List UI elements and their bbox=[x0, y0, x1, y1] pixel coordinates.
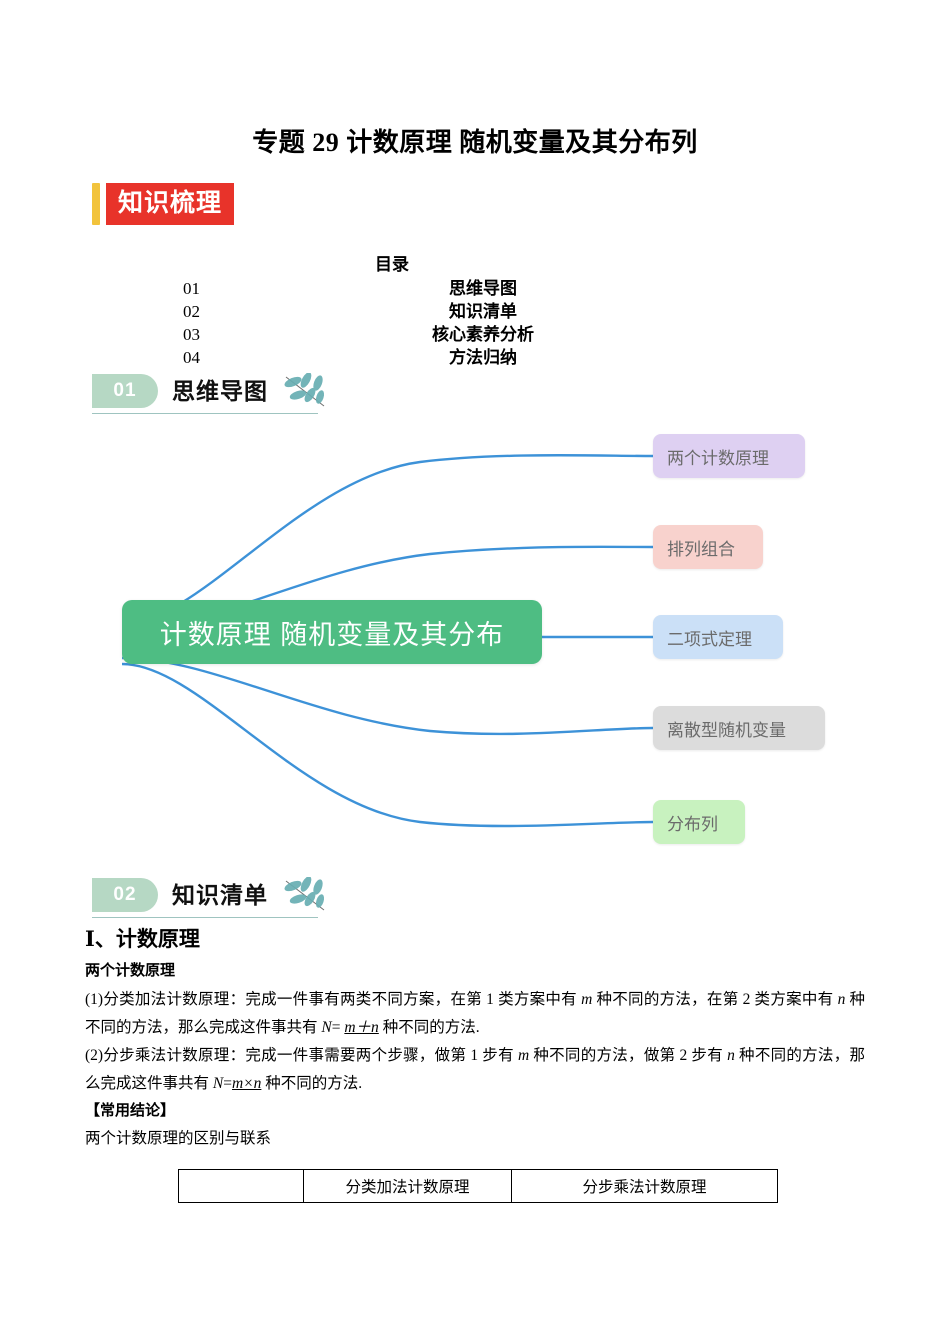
section-number-badge: 02 bbox=[92, 878, 158, 912]
leaf-icon bbox=[280, 876, 336, 922]
p1-var-N: N bbox=[321, 1019, 332, 1036]
p2-text-d: 种不同的方法. bbox=[261, 1075, 363, 1092]
p1-answer-blank: m＋n bbox=[344, 1019, 379, 1036]
p2-text-a: (2)分步乘法计数原理：完成一件事需要两个步骤，做第 1 步有 bbox=[85, 1047, 519, 1064]
mindmap-center-node[interactable]: 计数原理 随机变量及其分布 bbox=[122, 600, 542, 664]
badge-accent-bar bbox=[92, 183, 100, 225]
paragraph-multiplication-principle: (2)分步乘法计数原理：完成一件事需要两个步骤，做第 1 步有 m 种不同的方法… bbox=[85, 1042, 865, 1098]
p2-var-m: m bbox=[518, 1047, 530, 1064]
toc-label: 方法归纳 bbox=[449, 348, 517, 367]
p1-var-n: n bbox=[837, 991, 846, 1008]
p2-var-n: n bbox=[727, 1047, 735, 1064]
comparison-table: 分类加法计数原理 分步乘法计数原理 bbox=[178, 1169, 778, 1203]
section-header-02: 02 知识清单 bbox=[92, 876, 325, 920]
toc-label: 核心素养分析 bbox=[432, 325, 534, 344]
toc-item-02[interactable]: 02 知识清单 bbox=[183, 300, 643, 323]
p1-var-m: m bbox=[581, 991, 593, 1008]
toc-label: 思维导图 bbox=[449, 279, 517, 298]
p1-text-c: 种不同的方法，那么完成这件事共有 bbox=[85, 991, 865, 1036]
p1-equals: = bbox=[331, 1019, 345, 1036]
mindmap-node-binomial-theorem[interactable]: 二项式定理 bbox=[653, 615, 783, 659]
toc-label: 知识清单 bbox=[449, 302, 517, 321]
p2-answer-blank: m×n bbox=[231, 1075, 262, 1092]
section-header-01: 01 思维导图 bbox=[92, 372, 325, 416]
paragraph-addition-principle: (1)分类加法计数原理：完成一件事有两类不同方案，在第 1 类方案中有 m 种不… bbox=[85, 986, 865, 1042]
badge-label: 知识梳理 bbox=[106, 183, 235, 225]
p1-text-d: 种不同的方法. bbox=[378, 1019, 480, 1036]
section-divider bbox=[92, 917, 318, 918]
table-header-addition: 分类加法计数原理 bbox=[303, 1169, 512, 1203]
table-of-contents: 目录 01 思维导图 02 知识清单 03 核心素养分析 04 方法归纳 bbox=[183, 250, 643, 369]
page-title: 专题 29 计数原理 随机变量及其分布列 bbox=[252, 128, 698, 157]
knowledge-review-badge: 知识梳理 bbox=[92, 183, 235, 225]
p2-var-N: N bbox=[212, 1075, 224, 1092]
section-title: 思维导图 bbox=[172, 378, 268, 404]
subheading-two-counting-principles: 两个计数原理 bbox=[85, 963, 176, 979]
p2-text-c: 种不同的方法，那么完成这件事共有 bbox=[85, 1047, 865, 1092]
heading-counting-principle: Ⅰ、计数原理 bbox=[85, 927, 200, 951]
p1-text-b: 种不同的方法，在第 2 类方案中有 bbox=[592, 991, 838, 1008]
section-divider bbox=[92, 413, 318, 414]
leaf-icon bbox=[280, 372, 336, 418]
p2-equals: = bbox=[223, 1075, 232, 1092]
mindmap-node-discrete-random-variable[interactable]: 离散型随机变量 bbox=[653, 706, 825, 750]
toc-number: 02 bbox=[183, 302, 200, 321]
p2-text-b: 种不同的方法，做第 2 步有 bbox=[529, 1047, 728, 1064]
toc-number: 04 bbox=[183, 348, 200, 367]
toc-number: 01 bbox=[183, 279, 200, 298]
p1-text-a: (1)分类加法计数原理：完成一件事有两类不同方案，在第 1 类方案中有 bbox=[85, 991, 582, 1008]
toc-heading: 目录 bbox=[375, 255, 409, 274]
toc-number: 03 bbox=[183, 325, 200, 344]
common-conclusion-tag: 【常用结论】 bbox=[85, 1103, 176, 1119]
content-body: Ⅰ、计数原理 两个计数原理 (1)分类加法计数原理：完成一件事有两类不同方案，在… bbox=[85, 925, 865, 1153]
table-header-multiplication: 分步乘法计数原理 bbox=[511, 1169, 778, 1203]
section-title: 知识清单 bbox=[172, 882, 268, 908]
mindmap-node-distribution-list[interactable]: 分布列 bbox=[653, 800, 745, 844]
mindmap-node-two-counting-principles[interactable]: 两个计数原理 bbox=[653, 434, 805, 478]
mindmap-diagram: 计数原理 随机变量及其分布 两个计数原理 排列组合 二项式定理 离散型随机变量 … bbox=[0, 418, 950, 868]
toc-item-01[interactable]: 01 思维导图 bbox=[183, 277, 643, 300]
table-cell-empty bbox=[178, 1169, 304, 1203]
section-number-badge: 01 bbox=[92, 374, 158, 408]
toc-item-04[interactable]: 04 方法归纳 bbox=[183, 346, 643, 369]
conclusion-description: 两个计数原理的区别与联系 bbox=[85, 1130, 272, 1147]
table-row: 分类加法计数原理 分步乘法计数原理 bbox=[178, 1169, 778, 1203]
mindmap-node-permutation-combination[interactable]: 排列组合 bbox=[653, 525, 763, 569]
toc-item-03[interactable]: 03 核心素养分析 bbox=[183, 323, 643, 346]
